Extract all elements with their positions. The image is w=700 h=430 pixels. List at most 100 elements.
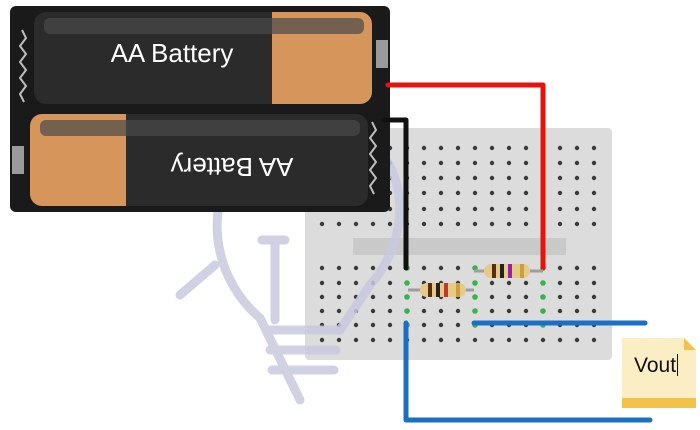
breadboard-hole bbox=[506, 175, 512, 181]
breadboard-hole bbox=[387, 221, 393, 227]
breadboard-hole bbox=[421, 145, 427, 151]
breadboard-hole bbox=[438, 265, 444, 271]
breadboard-hole bbox=[319, 265, 325, 271]
breadboard-hole bbox=[387, 265, 393, 271]
breadboard-hole bbox=[506, 206, 512, 212]
breadboard-hole bbox=[489, 145, 495, 151]
breadboard-hole bbox=[370, 265, 376, 271]
breadboard-hole bbox=[591, 175, 597, 181]
breadboard-hole bbox=[455, 175, 461, 181]
breadboard-hole bbox=[404, 308, 410, 314]
breadboard-hole bbox=[387, 337, 393, 343]
breadboard-hole bbox=[404, 294, 410, 300]
breadboard-hole bbox=[489, 294, 495, 300]
breadboard-hole bbox=[455, 308, 461, 314]
breadboard-hole bbox=[455, 206, 461, 212]
breadboard-hole bbox=[506, 190, 512, 196]
breadboard-hole bbox=[421, 265, 427, 271]
breadboard-hole bbox=[336, 337, 342, 343]
breadboard-hole bbox=[353, 337, 359, 343]
breadboard-hole bbox=[523, 206, 529, 212]
breadboard-hole bbox=[506, 337, 512, 343]
breadboard-hole bbox=[472, 175, 478, 181]
breadboard-hole bbox=[591, 308, 597, 314]
breadboard-hole bbox=[370, 308, 376, 314]
breadboard-hole bbox=[574, 308, 580, 314]
breadboard-hole bbox=[557, 206, 563, 212]
battery-holder: AA Battery AA Battery bbox=[10, 6, 390, 212]
breadboard-hole bbox=[455, 221, 461, 227]
negative-wire bbox=[381, 117, 409, 271]
breadboard-hole bbox=[455, 265, 461, 271]
battery-cell-label: AA Battery bbox=[111, 38, 234, 68]
breadboard-hole bbox=[421, 337, 427, 343]
breadboard-hole bbox=[489, 175, 495, 181]
breadboard-hole bbox=[540, 308, 546, 314]
breadboard-hole bbox=[353, 265, 359, 271]
breadboard-hole bbox=[387, 322, 393, 328]
breadboard-hole bbox=[336, 294, 342, 300]
breadboard-hole bbox=[523, 160, 529, 166]
breadboard-hole bbox=[438, 190, 444, 196]
breadboard-hole bbox=[370, 294, 376, 300]
breadboard-hole bbox=[353, 221, 359, 227]
breadboard-hole bbox=[489, 221, 495, 227]
breadboard-hole bbox=[591, 160, 597, 166]
breadboard-hole bbox=[472, 265, 478, 271]
breadboard-hole bbox=[506, 308, 512, 314]
breadboard-hole bbox=[591, 280, 597, 286]
breadboard-hole bbox=[574, 190, 580, 196]
breadboard-hole bbox=[387, 308, 393, 314]
breadboard-hole bbox=[438, 145, 444, 151]
breadboard-hole bbox=[574, 175, 580, 181]
breadboard-hole bbox=[438, 221, 444, 227]
breadboard-hole bbox=[523, 280, 529, 286]
breadboard-hole bbox=[506, 280, 512, 286]
breadboard-hole bbox=[523, 308, 529, 314]
breadboard-hole bbox=[557, 280, 563, 286]
breadboard-hole bbox=[421, 160, 427, 166]
breadboard-hole bbox=[455, 145, 461, 151]
breadboard-hole bbox=[353, 280, 359, 286]
breadboard-hole bbox=[489, 337, 495, 343]
breadboard-hole bbox=[591, 221, 597, 227]
breadboard-hole bbox=[574, 206, 580, 212]
breadboard-hole bbox=[472, 280, 478, 286]
breadboard-hole bbox=[353, 322, 359, 328]
breadboard-hole bbox=[455, 160, 461, 166]
breadboard-hole bbox=[591, 337, 597, 343]
battery-cell-bottom: AA Battery bbox=[30, 114, 368, 206]
breadboard-hole bbox=[472, 337, 478, 343]
breadboard-hole bbox=[438, 160, 444, 166]
breadboard-hole bbox=[472, 294, 478, 300]
breadboard-hole bbox=[319, 308, 325, 314]
breadboard-center-channel bbox=[353, 238, 566, 255]
breadboard-hole bbox=[421, 221, 427, 227]
breadboard-hole bbox=[591, 190, 597, 196]
battery-terminal-positive bbox=[376, 40, 388, 68]
positive-wire bbox=[385, 82, 546, 271]
breadboard-hole bbox=[591, 294, 597, 300]
breadboard-hole bbox=[387, 294, 393, 300]
battery-cell-label: AA Battery bbox=[171, 152, 294, 182]
breadboard-hole bbox=[540, 294, 546, 300]
breadboard-hole bbox=[523, 175, 529, 181]
breadboard-hole bbox=[438, 175, 444, 181]
breadboard-hole bbox=[574, 265, 580, 271]
breadboard-hole bbox=[336, 308, 342, 314]
breadboard-hole bbox=[574, 160, 580, 166]
breadboard-hole bbox=[472, 206, 478, 212]
breadboard-hole bbox=[421, 175, 427, 181]
breadboard-hole bbox=[319, 280, 325, 286]
breadboard-hole bbox=[523, 337, 529, 343]
breadboard-hole bbox=[574, 145, 580, 151]
breadboard-hole bbox=[523, 145, 529, 151]
breadboard-hole bbox=[438, 308, 444, 314]
breadboard-hole bbox=[574, 337, 580, 343]
breadboard-hole bbox=[557, 337, 563, 343]
battery-cell-top: AA Battery bbox=[34, 12, 372, 104]
breadboard-hole bbox=[489, 206, 495, 212]
resistor bbox=[408, 283, 474, 297]
breadboard-hole bbox=[574, 221, 580, 227]
